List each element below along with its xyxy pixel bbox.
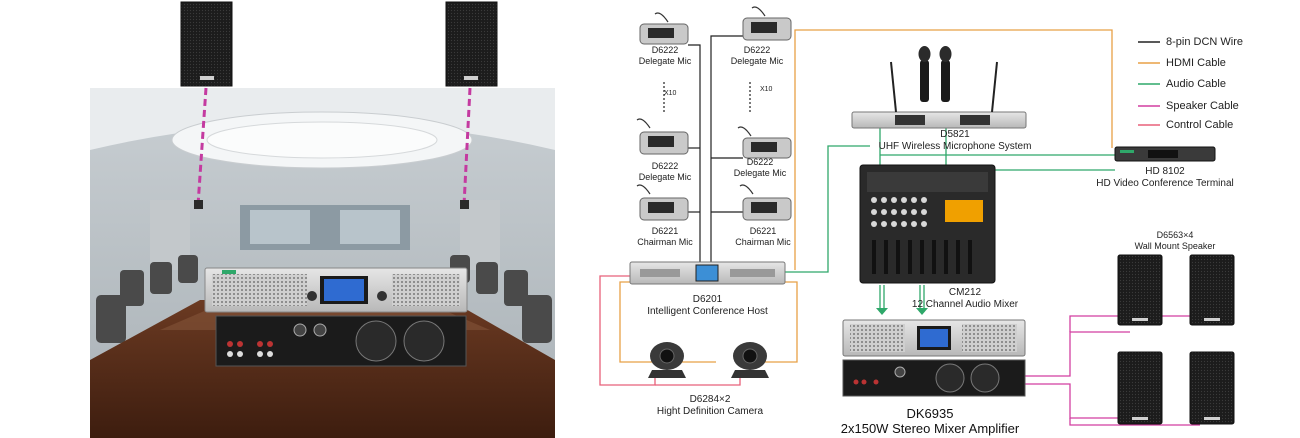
mic-4-role: Delegate Mic bbox=[733, 168, 787, 178]
legend-lines bbox=[1138, 41, 1160, 126]
ceiling-speaker-left bbox=[180, 1, 233, 87]
camera-name: Hight Definition Camera bbox=[656, 406, 764, 417]
legend-hdmi-label: HDMI Cable bbox=[1166, 57, 1226, 69]
wireless-model: D5821 bbox=[940, 129, 970, 140]
video-terminal-name: HD Video Conference Terminal bbox=[1096, 178, 1234, 189]
legend-control-label: Control Cable bbox=[1166, 119, 1234, 131]
mic-unit-1 bbox=[639, 12, 689, 45]
ceiling-speaker-right bbox=[445, 1, 498, 87]
speakers-label: D6563×4 Wall Mount Speaker bbox=[1115, 230, 1235, 252]
mic-2-model: D6222 bbox=[743, 45, 771, 55]
speaker-cables bbox=[1025, 315, 1200, 426]
legend-dcn-label: 8-pin DCN Wire bbox=[1166, 36, 1244, 48]
wall-speaker-3 bbox=[1117, 351, 1163, 425]
amplifier-front-device bbox=[842, 319, 1026, 357]
wireless-label: D5821 UHF Wireless Microphone System bbox=[870, 129, 1040, 153]
mic-3-model: D6222 bbox=[651, 161, 679, 171]
wall-speaker-1 bbox=[1117, 254, 1163, 326]
mic-unit-4 bbox=[737, 126, 792, 159]
mic-2-role: Delegate Mic bbox=[730, 56, 784, 66]
host-model: D6201 bbox=[692, 294, 723, 305]
wall-speaker-4 bbox=[1189, 351, 1235, 425]
mic-6-model: D6221 bbox=[749, 226, 777, 236]
mic-6-role: Chairman Mic bbox=[735, 237, 791, 247]
mixer-model: CM212 bbox=[948, 287, 982, 298]
audio-mixer bbox=[859, 164, 996, 284]
wireless-name: UHF Wireless Microphone System bbox=[878, 141, 1032, 152]
video-terminal-label: HD 8102 HD Video Conference Terminal bbox=[1085, 166, 1245, 190]
mic-unit-6 bbox=[739, 184, 792, 221]
amplifier-name: 2x150W Stereo Mixer Amplifier bbox=[840, 421, 1020, 436]
amplifier-label: DK6935 2x150W Stereo Mixer Amplifier bbox=[830, 406, 1030, 436]
conference-room-photo bbox=[90, 87, 555, 438]
x10-left-label: X10 bbox=[664, 90, 677, 97]
mic-5-label: D6221 Chairman Mic bbox=[630, 226, 700, 248]
conference-host-device bbox=[629, 261, 786, 285]
mic-unit-3 bbox=[636, 118, 689, 155]
mic-4-label: D6222 Delegate Mic bbox=[725, 157, 795, 179]
mic-3-label: D6222 Delegate Mic bbox=[630, 161, 700, 183]
camera-label: D6284×2 Hight Definition Camera bbox=[630, 394, 790, 418]
audio-cables bbox=[785, 124, 1115, 312]
speakers-model: D6563×4 bbox=[1156, 230, 1194, 240]
x10-right-label: X10 bbox=[760, 86, 773, 93]
wireless-mic-receiver bbox=[851, 46, 1027, 129]
amplifier-back-photo bbox=[215, 315, 467, 367]
dcn-wiring bbox=[663, 35, 751, 262]
camera-model: D6284×2 bbox=[689, 394, 731, 405]
mic-2-label: D6222 Delegate Mic bbox=[722, 45, 792, 67]
mic-3-role: Delegate Mic bbox=[638, 172, 692, 182]
host-name: Intelligent Conference Host bbox=[647, 306, 768, 317]
control-cables bbox=[599, 275, 741, 386]
mic-1-role: Delegate Mic bbox=[638, 56, 692, 66]
mixer-label: CM212 12 Channel Audio Mixer bbox=[900, 287, 1030, 311]
amplifier-front-photo bbox=[204, 267, 468, 313]
mic-1-model: D6222 bbox=[651, 45, 679, 55]
mixer-name: 12 Channel Audio Mixer bbox=[911, 299, 1019, 310]
wall-speaker-2 bbox=[1189, 254, 1235, 326]
mic-5-model: D6221 bbox=[651, 226, 679, 236]
mic-4-model: D6222 bbox=[746, 157, 774, 167]
mic-6-label: D6221 Chairman Mic bbox=[728, 226, 798, 248]
camera-left bbox=[648, 342, 686, 378]
mic-unit-5 bbox=[636, 184, 689, 221]
host-label: D6201 Intelligent Conference Host bbox=[630, 294, 785, 318]
speakers-name: Wall Mount Speaker bbox=[1134, 241, 1216, 251]
camera-right bbox=[731, 342, 769, 378]
video-terminal-device bbox=[1114, 146, 1216, 162]
legend-audio-label: Audio Cable bbox=[1166, 78, 1226, 90]
legend-speaker-label: Speaker Cable bbox=[1166, 100, 1239, 112]
amplifier-back-device bbox=[842, 359, 1026, 397]
mic-1-label: D6222 Delegate Mic bbox=[630, 45, 700, 67]
amplifier-model: DK6935 bbox=[906, 406, 954, 421]
video-terminal-model: HD 8102 bbox=[1145, 166, 1185, 177]
mic-unit-2 bbox=[742, 6, 792, 41]
mic-5-role: Chairman Mic bbox=[637, 237, 693, 247]
